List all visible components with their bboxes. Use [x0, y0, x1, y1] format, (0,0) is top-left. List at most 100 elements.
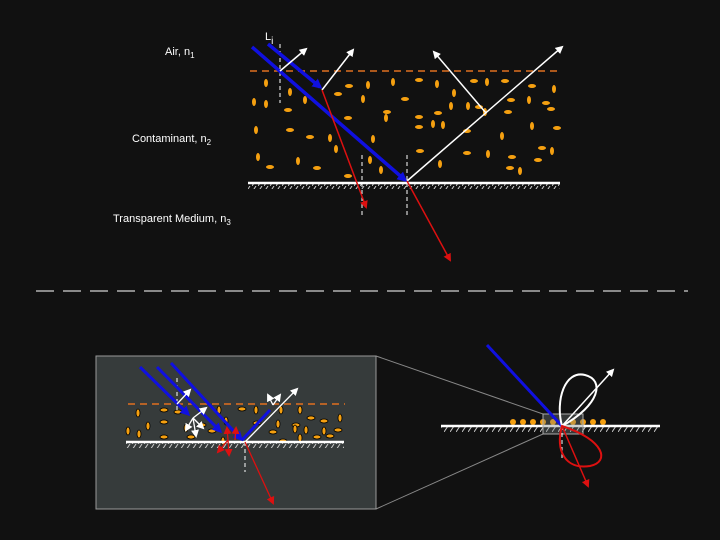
particle [415, 125, 423, 129]
particle [501, 79, 509, 83]
particle [254, 126, 258, 134]
scatter-lobe-diagram [441, 343, 660, 488]
particle [256, 153, 260, 161]
transmission-lobe [558, 424, 603, 468]
particle [303, 425, 309, 435]
particle [297, 405, 303, 415]
particle [159, 434, 169, 440]
particle [344, 174, 352, 178]
particle [125, 426, 131, 436]
top-diagram: Air, n1 Contaminant, n2 Transparent Medi… [113, 31, 564, 262]
particle [379, 166, 383, 174]
particle [333, 427, 343, 433]
inset-transmitted-rays [216, 426, 275, 505]
particle [415, 115, 423, 119]
particle [264, 79, 268, 87]
particle [136, 429, 142, 439]
particle [292, 424, 298, 434]
particle [504, 110, 512, 114]
particle [268, 429, 278, 435]
incident-ray-particle [266, 42, 323, 89]
particle [145, 421, 151, 431]
particle [371, 135, 375, 143]
inset-surface-hatch [126, 443, 344, 448]
particle [337, 413, 343, 423]
right-transmitted-ray [561, 425, 590, 488]
particle [416, 149, 424, 153]
particle [345, 84, 353, 88]
inset-normals [176, 378, 246, 472]
particle [264, 100, 268, 108]
particle [237, 406, 247, 412]
particle [334, 145, 338, 153]
particle [507, 98, 515, 102]
particle [530, 419, 536, 425]
particle [452, 89, 456, 97]
particle [275, 419, 281, 429]
particle [552, 85, 556, 93]
particle [518, 167, 522, 175]
particle [438, 160, 442, 168]
particle [173, 409, 183, 415]
particle [527, 96, 531, 104]
incident-ray [250, 45, 408, 182]
medium-label: Transparent Medium, n3 [113, 213, 231, 227]
particle [463, 151, 471, 155]
particle [550, 147, 554, 155]
particle [590, 419, 596, 425]
particle [431, 120, 435, 128]
surface-hatch [248, 184, 560, 189]
particle [284, 108, 292, 112]
zoom-inset [95, 355, 544, 510]
particle [303, 96, 307, 104]
particle [344, 116, 352, 120]
particle [159, 407, 169, 413]
right-surface-hatch [441, 427, 660, 432]
particle [506, 166, 514, 170]
particle [328, 134, 332, 142]
right-reflected-ray [561, 368, 615, 427]
particle [207, 428, 217, 434]
particle [530, 122, 534, 130]
particle [470, 79, 478, 83]
particle [528, 84, 536, 88]
particle [435, 80, 439, 88]
particle [252, 98, 256, 106]
zoom-connector-top [375, 355, 544, 415]
particle [508, 155, 516, 159]
particle [547, 107, 555, 111]
particle [466, 102, 470, 110]
contaminant-label: Contaminant, n2 [132, 133, 212, 147]
particle [534, 158, 542, 162]
inset-scattered-rays [176, 387, 299, 443]
particle [538, 146, 546, 150]
particle [186, 434, 196, 440]
particle [159, 419, 169, 425]
reflected-rays [279, 45, 564, 182]
particle [391, 78, 395, 86]
particle [401, 97, 409, 101]
particle [384, 114, 388, 122]
transmitted-rays [321, 89, 451, 262]
particle [366, 81, 370, 89]
particle [415, 78, 423, 82]
particle [368, 156, 372, 164]
particle [500, 132, 504, 140]
particle [286, 128, 294, 132]
particle [325, 433, 335, 439]
particle [296, 157, 300, 165]
particle [441, 121, 445, 129]
particle [520, 419, 526, 425]
particle [449, 102, 453, 110]
reflection-lobe [558, 373, 598, 428]
particle [550, 419, 556, 425]
particle [253, 405, 259, 415]
particle [266, 165, 274, 169]
particle [313, 166, 321, 170]
particle [361, 95, 365, 103]
particle [600, 419, 606, 425]
zoom-connector-bottom [375, 433, 544, 510]
particle [434, 111, 442, 115]
